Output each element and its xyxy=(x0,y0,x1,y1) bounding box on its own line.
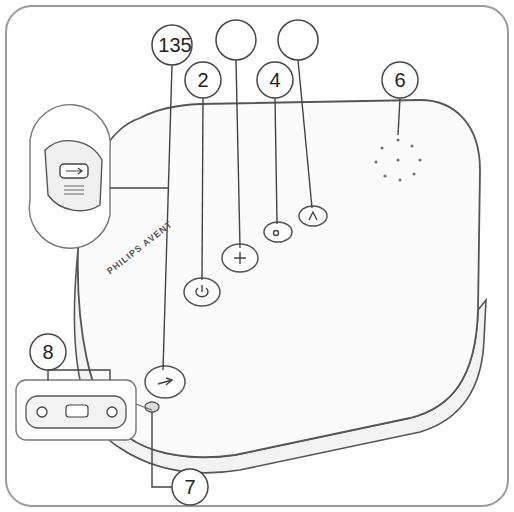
callout-number: 2 xyxy=(197,70,208,90)
buttons xyxy=(145,206,327,398)
speaker-grille xyxy=(374,138,421,181)
callout-number: 135 xyxy=(158,35,191,55)
frame xyxy=(6,6,508,506)
button-icons xyxy=(158,212,317,385)
leader-lines xyxy=(48,60,400,487)
callout-number: 6 xyxy=(394,70,405,90)
usb-inset xyxy=(29,105,110,249)
brand-name: PHILIPS AVENT xyxy=(106,220,175,276)
reset-inset xyxy=(16,380,152,440)
port xyxy=(145,402,159,412)
callout-circles xyxy=(30,20,418,505)
callout-number: 4 xyxy=(269,70,280,90)
callout-number: 8 xyxy=(42,342,53,362)
device-top xyxy=(78,100,480,457)
callout-number: 7 xyxy=(184,477,195,497)
